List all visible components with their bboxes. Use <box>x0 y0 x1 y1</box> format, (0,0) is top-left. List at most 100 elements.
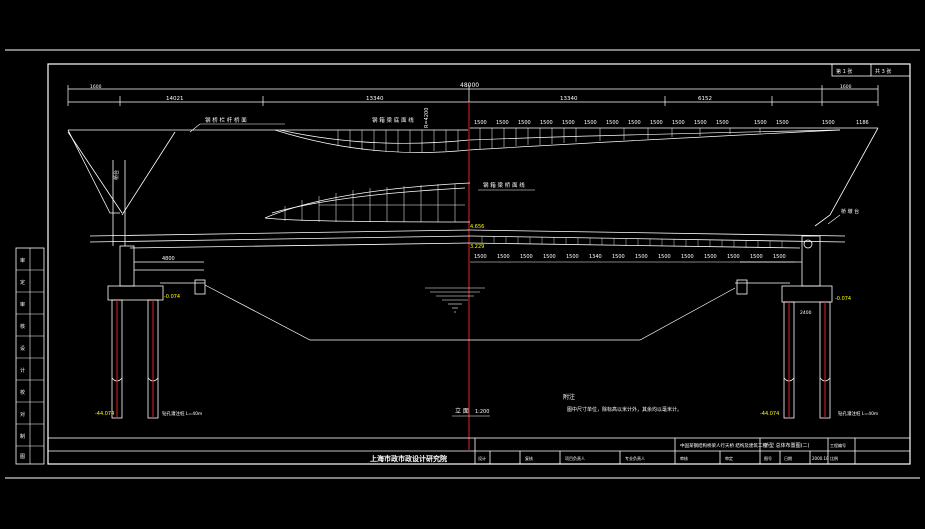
svg-text:1340: 1340 <box>589 254 602 260</box>
svg-text:1500: 1500 <box>694 120 707 126</box>
svg-text:1186: 1186 <box>856 120 869 126</box>
elev-left-pile-tip: -44.074 <box>95 411 114 417</box>
svg-text:校: 校 <box>20 389 25 396</box>
arch-rise-label: R=4200 <box>424 108 430 128</box>
svg-text:1500: 1500 <box>606 120 619 126</box>
svg-text:1500: 1500 <box>672 120 685 126</box>
svg-text:审定: 审定 <box>725 455 733 461</box>
elev-deck-upper: 4.656 <box>470 224 484 230</box>
svg-text:1500: 1500 <box>750 254 763 260</box>
svg-text:审核: 审核 <box>680 455 688 461</box>
left-pile-note: 钻孔灌注桩 L=40m <box>162 410 202 417</box>
svg-text:1500: 1500 <box>658 254 671 260</box>
lower-grid-labels: 1500 1500 1500 1500 1500 1340 1500 1500 … <box>474 254 786 260</box>
elev-deck-lower: 3.229 <box>470 244 484 250</box>
left-side-strip: 审 定 审 核 设 计 校 对 制 图 <box>15 247 45 465</box>
svg-text:项目负责人: 项目负责人 <box>565 455 585 461</box>
svg-text:1500: 1500 <box>584 120 597 126</box>
svg-text:1500: 1500 <box>520 254 533 260</box>
right-piles <box>783 301 831 419</box>
upper-grid-labels: 1500 1500 1500 1500 1500 1500 1500 1500 … <box>474 120 869 126</box>
right-note: 桥 墩 台 <box>841 208 859 215</box>
svg-text:1500: 1500 <box>681 254 694 260</box>
svg-text:1500: 1500 <box>612 254 625 260</box>
left-abutment <box>107 160 206 301</box>
svg-text:图: 图 <box>20 454 25 460</box>
svg-text:制: 制 <box>20 433 25 440</box>
svg-text:2000.10: 2000.10 <box>812 456 829 461</box>
dim-seg-4: 13340 <box>560 96 578 102</box>
svg-text:核: 核 <box>20 323 25 330</box>
svg-text:1500: 1500 <box>822 120 835 126</box>
svg-text:工程编号: 工程编号 <box>830 442 846 448</box>
title-block <box>47 437 911 465</box>
elev-left-cap: -0.074 <box>164 294 180 300</box>
svg-text:审: 审 <box>20 301 25 308</box>
elev-right-cap: -0.074 <box>835 296 851 302</box>
dim-seg-3: 13340 <box>366 96 384 102</box>
upper-grid <box>337 128 761 152</box>
svg-text:设: 设 <box>20 345 25 352</box>
svg-text:1500: 1500 <box>497 254 510 260</box>
svg-text:1500: 1500 <box>474 254 487 260</box>
svg-text:1500: 1500 <box>650 120 663 126</box>
mid-arch-note: 钢 箱 梁 桥 面 线 <box>483 181 525 189</box>
water-level-mark <box>425 287 485 313</box>
svg-text:1500: 1500 <box>716 120 729 126</box>
ramp-outline <box>67 127 879 227</box>
svg-text:图号: 图号 <box>764 455 772 461</box>
deck <box>89 229 846 249</box>
svg-text:1500: 1500 <box>566 254 579 260</box>
right-pile-note: 钻孔灌注桩 L=40m <box>838 410 878 417</box>
ground-profile <box>160 282 790 341</box>
right-abutment <box>736 235 833 303</box>
upper-arch-note: 钢 箱 梁 底 面 线 <box>372 116 414 124</box>
svg-text:计: 计 <box>20 367 25 374</box>
project-name: 中国某钢结构桥梁人行天桥 结构及建筑工程 <box>680 442 767 449</box>
left-top-note: 钢 桥 栏 杆 桥 面 <box>205 116 247 124</box>
notes-title: 附注 <box>563 393 575 401</box>
dim-seg-5: 6152 <box>698 96 712 102</box>
view-scale: 1:200 <box>475 409 489 415</box>
svg-text:日期: 日期 <box>784 455 792 461</box>
upper-arch <box>274 129 841 153</box>
svg-text:1500: 1500 <box>496 120 509 126</box>
abutment-width: 4800 <box>162 256 175 262</box>
dim-seg-1: 1600 <box>90 84 102 90</box>
svg-text:定: 定 <box>20 279 25 286</box>
dim-seg-6: 1600 <box>840 84 852 90</box>
pile-spacing: 2400 <box>800 310 812 316</box>
notes-line1: 图中尺寸单位，除标高以米计外，其余均以毫米计。 <box>567 406 682 413</box>
svg-text:复核: 复核 <box>525 455 533 461</box>
lower-arch <box>264 182 471 223</box>
drawing-title: 桥型 总体布置图(二) <box>764 442 810 449</box>
left-piles <box>111 299 159 419</box>
view-label: 立 面 <box>455 407 469 415</box>
lower-grid <box>284 184 465 222</box>
svg-text:1500: 1500 <box>628 120 641 126</box>
page-label-right: 共 3 张 <box>875 68 891 75</box>
svg-text:1500: 1500 <box>704 254 717 260</box>
dim-seg-2: 14021 <box>166 96 184 102</box>
svg-text:1500: 1500 <box>540 120 553 126</box>
svg-text:1500: 1500 <box>776 120 789 126</box>
dim-total: 48000 <box>460 82 479 89</box>
svg-text:1500: 1500 <box>754 120 767 126</box>
svg-text:1500: 1500 <box>474 120 487 126</box>
svg-text:1500: 1500 <box>773 254 786 260</box>
svg-text:1500: 1500 <box>543 254 556 260</box>
deck-grid <box>481 236 783 248</box>
svg-text:1500: 1500 <box>727 254 740 260</box>
svg-text:专业负责人: 专业负责人 <box>625 455 645 461</box>
svg-text:1500: 1500 <box>518 120 531 126</box>
svg-text:审: 审 <box>20 257 25 264</box>
institute-name: 上海市政市政设计研究院 <box>370 454 447 463</box>
vertical-note: 桥台 <box>113 170 120 180</box>
svg-text:对: 对 <box>20 411 25 418</box>
svg-text:设计: 设计 <box>478 455 486 461</box>
svg-text:1500: 1500 <box>562 120 575 126</box>
page-label-left: 第 1 张 <box>836 68 852 75</box>
svg-text:1500: 1500 <box>635 254 648 260</box>
svg-text:比例: 比例 <box>830 455 838 461</box>
